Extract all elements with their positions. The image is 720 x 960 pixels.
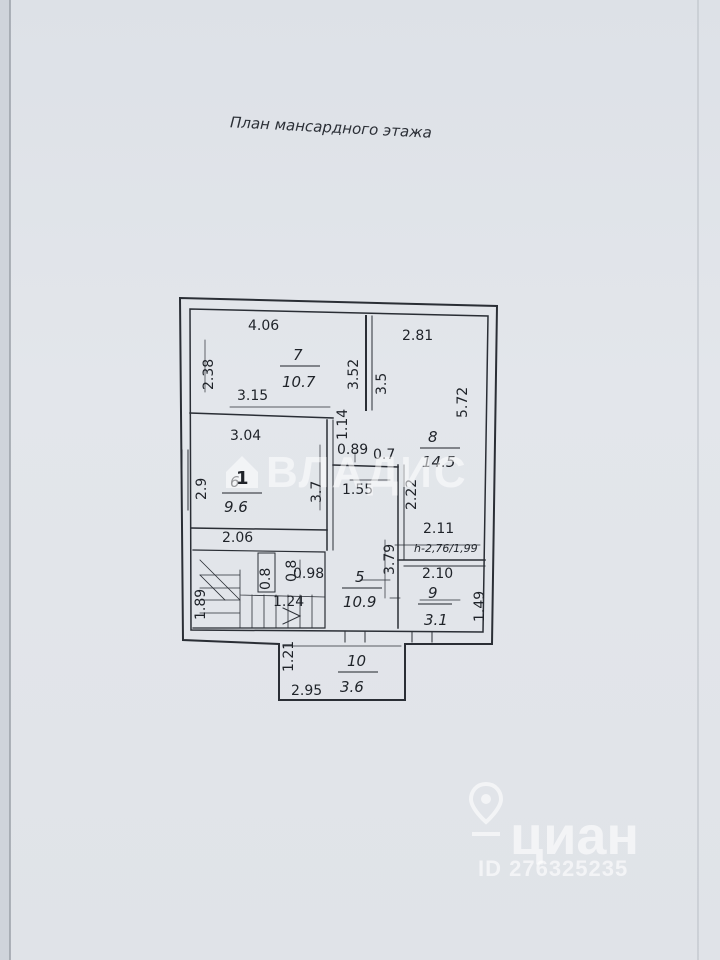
dim-37: 3.7 [309,481,325,503]
dim-29: 2.9 [194,478,210,500]
dim-089: 0.89 [337,442,368,458]
svg-text:10: 10 [347,652,366,670]
svg-text:8: 8 [428,428,438,446]
stair-inner-box [257,552,276,593]
dim-098: 0.98 [293,566,324,582]
dim-206: 2.06 [222,530,253,546]
dim-352: 3.52 [346,359,362,390]
svg-text:3.6: 3.6 [340,678,364,696]
dim-295: 2.95 [291,683,322,699]
dim-114: 1.14 [335,409,351,440]
dim-222: 2.22 [404,479,420,510]
stair-diag [199,559,241,601]
dim-07: 0.7 [373,447,395,463]
dim-35: 3.5 [374,373,390,395]
window-left [181,449,189,511]
vladis-logo-icon: 1 [226,456,258,489]
dim-238: 2.38 [201,359,217,390]
stair-arrow [282,607,302,625]
dimension-labels: 4.06 2.81 2.38 3.52 3.5 5.72 3.15 1.14 3… [193,318,488,699]
outer-wall [178,296,499,701]
svg-text:14.5: 14.5 [422,453,455,471]
dim-08: 0.8 [258,568,274,590]
dim-189: 1.89 [193,589,209,620]
stair-treads [199,569,326,629]
wall-corridor-top [332,464,399,468]
window-bottom2 [411,631,433,643]
vladis-watermark: ВЛАДИС [266,448,468,497]
wall-6-bottom [190,527,328,531]
stair-outline [192,549,326,629]
window-top-left [254,299,336,303]
window-bottom [344,631,366,643]
room-9-label: 9 3.1 [418,584,452,629]
svg-text:10.9: 10.9 [343,593,376,611]
svg-text:3.1: 3.1 [424,611,448,629]
dim-210: 2.10 [422,566,453,582]
svg-text:5: 5 [355,568,365,586]
dim-lines [204,339,481,601]
cian-pin-icon [468,782,504,836]
cian-watermark: циан [510,806,640,866]
dim-304: 3.04 [230,428,261,444]
dim-124: 1.24 [273,594,304,610]
room-10-label: 10 3.6 [338,652,378,696]
svg-text:7: 7 [293,346,303,364]
height-mark: h-2,76/1,99 [414,542,478,555]
dim-379: 3.79 [382,544,398,575]
outer-wall-inner [189,308,489,633]
svg-text:10.7: 10.7 [282,373,316,391]
dim-211: 2.11 [423,521,454,537]
listing-id-watermark: ID 276325235 [478,856,629,881]
svg-text:1: 1 [236,468,249,489]
dim-281: 2.81 [402,328,433,344]
wall-7-6 [189,412,334,419]
room-5-label: 5 10.9 [342,568,382,611]
dim-406: 4.06 [248,318,279,334]
dim-315: 3.15 [237,388,268,404]
room-8-label: 8 14.5 [420,428,460,471]
dim-149: 1.49 [472,591,488,622]
dim-08b: 0.8 [284,560,300,582]
svg-text:9.6: 9.6 [224,498,248,516]
dim-572: 5.72 [455,387,471,418]
room-7-label: 7 10.7 [280,346,320,391]
dim-155: 1.55 [342,482,373,498]
svg-text:9: 9 [428,584,438,602]
window-top-right [377,302,426,305]
dim-121: 1.21 [281,641,297,672]
